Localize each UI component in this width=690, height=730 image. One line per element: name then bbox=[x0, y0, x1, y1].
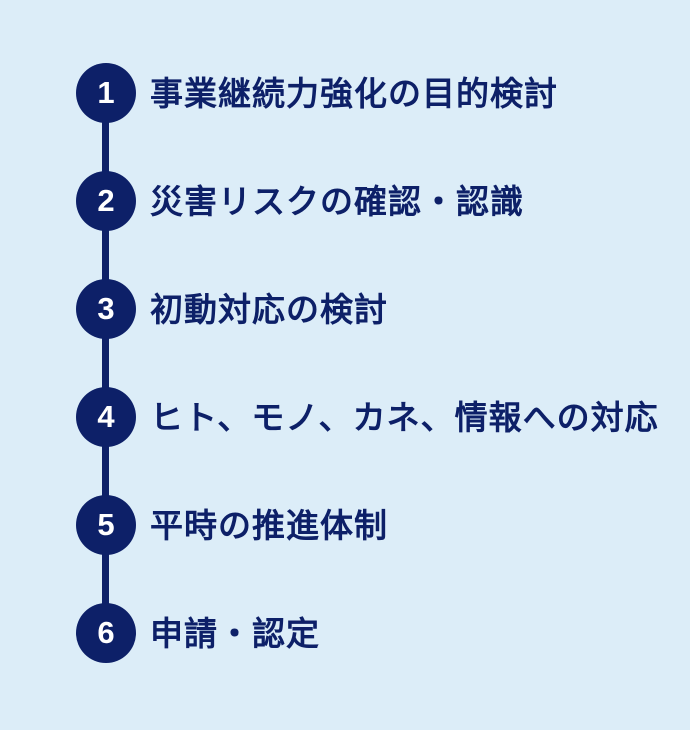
step-5-number: 5 bbox=[97, 506, 115, 542]
step-1-number-badge: 1 bbox=[76, 63, 136, 123]
step-1-label: 事業継続力強化の目的検討 bbox=[150, 74, 558, 112]
connector-line bbox=[102, 93, 109, 633]
step-3-number: 3 bbox=[97, 290, 115, 326]
step-6-label: 申請・認定 bbox=[150, 614, 320, 652]
step-2-label: 災害リスクの確認・認識 bbox=[150, 182, 524, 220]
step-4-number-badge: 4 bbox=[76, 387, 136, 447]
step-5-number-badge: 5 bbox=[76, 495, 136, 555]
step-row-1: 1 事業継続力強化の目的検討 bbox=[76, 63, 558, 123]
step-2-number-badge: 2 bbox=[76, 171, 136, 231]
step-row-6: 6 申請・認定 bbox=[76, 603, 320, 663]
step-4-number: 4 bbox=[97, 398, 115, 434]
step-1-number: 1 bbox=[97, 74, 115, 110]
step-2-number: 2 bbox=[97, 182, 115, 218]
step-row-5: 5 平時の推進体制 bbox=[76, 495, 388, 555]
step-row-3: 3 初動対応の検討 bbox=[76, 279, 388, 339]
step-row-2: 2 災害リスクの確認・認識 bbox=[76, 171, 524, 231]
step-3-label: 初動対応の検討 bbox=[150, 290, 388, 328]
step-4-label: ヒト、モノ、カネ、情報への対応 bbox=[150, 398, 659, 436]
step-3-number-badge: 3 bbox=[76, 279, 136, 339]
step-row-4: 4 ヒト、モノ、カネ、情報への対応 bbox=[76, 387, 659, 447]
step-6-number: 6 bbox=[97, 614, 115, 650]
step-5-label: 平時の推進体制 bbox=[150, 506, 388, 544]
step-6-number-badge: 6 bbox=[76, 603, 136, 663]
